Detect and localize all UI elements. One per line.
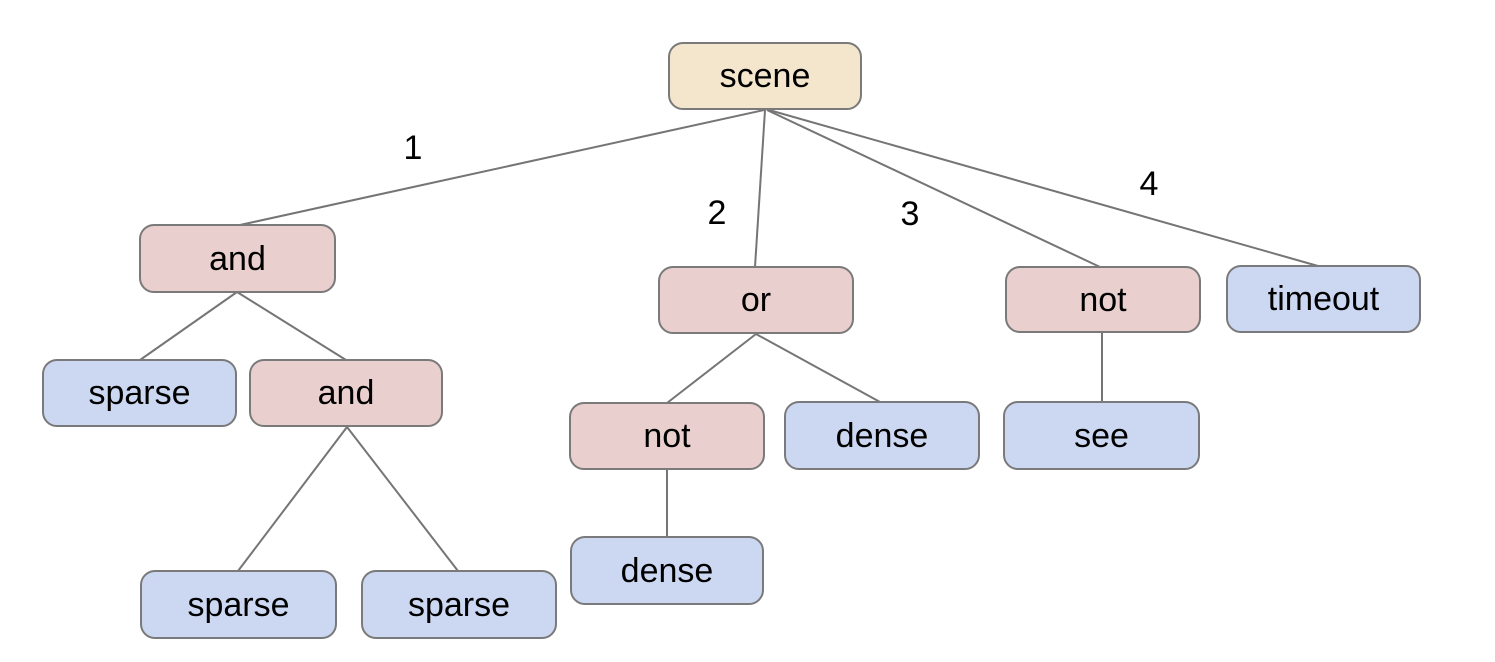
node-not-2-label: not — [643, 417, 691, 455]
node-or-label: or — [740, 281, 772, 319]
node-not-1: not — [1005, 266, 1201, 333]
node-dense-1-label: dense — [835, 416, 929, 455]
node-scene-label: scene — [719, 57, 811, 95]
edge-label-4: 4 — [1139, 165, 1159, 203]
node-sparse-3: sparse — [361, 570, 557, 639]
edge-line-scene-and — [239, 109, 765, 226]
node-sparse-2: sparse — [140, 570, 337, 639]
edge-line-or-not — [666, 333, 757, 404]
edge-line-and2-sparse3 — [346, 426, 459, 572]
edge-label-1: 1 — [403, 129, 423, 167]
edge-line-and2-sparse2 — [237, 426, 348, 572]
edge-line-and-and — [236, 291, 347, 361]
node-dense-1: dense — [784, 401, 980, 470]
edge-label-3: 3 — [900, 195, 920, 233]
node-sparse-1: sparse — [42, 359, 237, 427]
node-or: or — [658, 266, 854, 334]
node-sparse-3-label: sparse — [407, 585, 511, 624]
node-and-1: and — [139, 224, 336, 293]
node-see: see — [1003, 401, 1200, 470]
node-scene: scene — [668, 42, 862, 110]
node-sparse-1-label: sparse — [88, 374, 191, 412]
node-dense-2-label: dense — [620, 551, 714, 590]
node-and-2: and — [249, 359, 443, 427]
node-not-2: not — [569, 402, 765, 470]
edge-label-2: 2 — [707, 194, 727, 232]
node-sparse-2-label: sparse — [187, 585, 290, 624]
node-dense-2: dense — [570, 536, 764, 605]
node-and-2-label: and — [317, 374, 375, 412]
edge-line-and-sparse — [139, 291, 238, 361]
node-and-1-label: and — [209, 239, 266, 278]
edge-line-or-dense — [755, 333, 881, 403]
node-timeout: timeout — [1226, 265, 1421, 333]
node-see-label: see — [1074, 416, 1129, 455]
edge-line-scene-timeout — [768, 109, 1319, 267]
edge-line-scene-or — [754, 109, 766, 268]
edge-line-scene-not — [766, 109, 1101, 268]
node-timeout-label: timeout — [1267, 280, 1380, 318]
node-not-1-label: not — [1079, 280, 1127, 319]
